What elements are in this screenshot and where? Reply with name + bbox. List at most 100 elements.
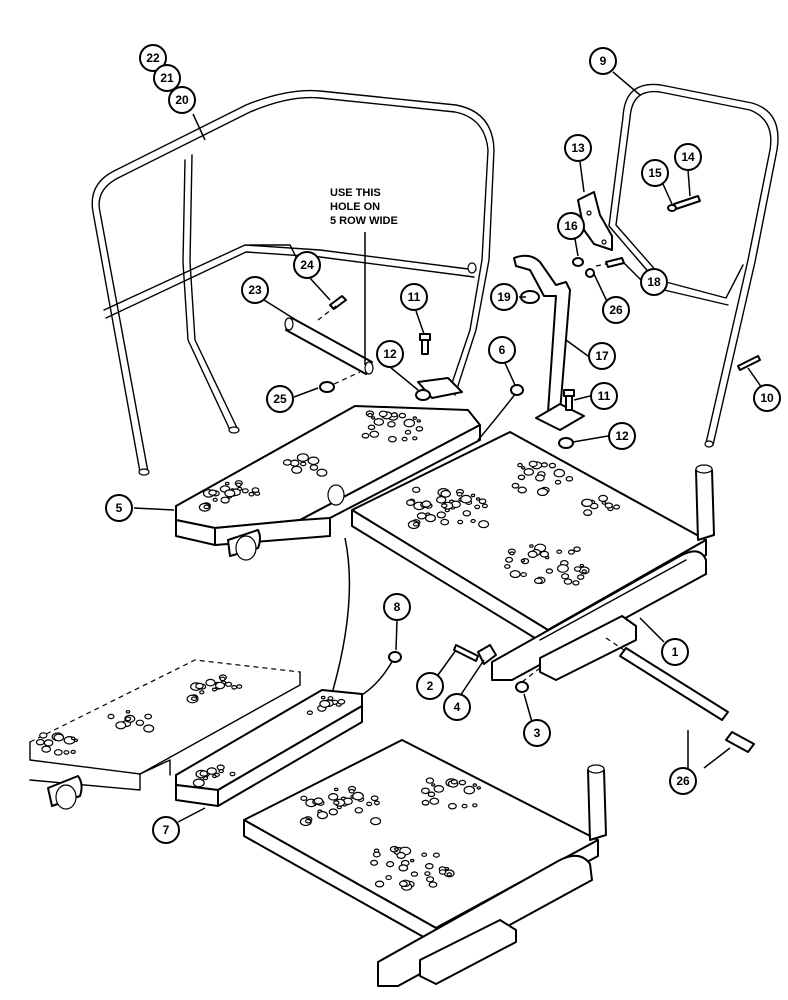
rod-26-sleeve bbox=[725, 731, 755, 753]
handrail-9 bbox=[608, 83, 779, 448]
perforation-hole bbox=[478, 520, 490, 529]
perforation-hole bbox=[361, 432, 370, 439]
main-platform-1 bbox=[351, 431, 715, 681]
perforation-hole bbox=[472, 783, 477, 787]
callout-7: 7 bbox=[152, 816, 180, 844]
perforation-hole bbox=[432, 852, 440, 858]
perforation-hole bbox=[300, 461, 307, 467]
perforation-hole bbox=[598, 494, 608, 502]
perforation-hole bbox=[41, 745, 52, 753]
perforation-hole bbox=[53, 749, 63, 756]
perforation-hole bbox=[35, 738, 45, 746]
perforation-hole bbox=[396, 851, 406, 859]
perforation-hole bbox=[236, 684, 243, 689]
svg-text:9: 9 bbox=[600, 54, 607, 68]
callout-9: 9 bbox=[589, 47, 617, 75]
bracket-13 bbox=[577, 191, 613, 251]
perforation-hole bbox=[581, 569, 587, 574]
bolt-2 bbox=[453, 644, 479, 662]
perforation-hole bbox=[573, 546, 581, 553]
perforation-hole bbox=[446, 872, 452, 877]
svg-text:11: 11 bbox=[408, 290, 421, 304]
perforation-hole bbox=[199, 770, 209, 777]
lower-platform-holes bbox=[299, 777, 481, 891]
perforation-hole bbox=[601, 501, 607, 505]
perforation-hole bbox=[425, 777, 435, 784]
perforation-hole bbox=[556, 549, 563, 554]
perforation-hole bbox=[427, 791, 436, 798]
perforation-hole bbox=[73, 738, 79, 743]
svg-text:21: 21 bbox=[160, 71, 174, 85]
leader-lines bbox=[133, 71, 763, 823]
perforation-hole bbox=[462, 510, 472, 517]
perforation-hole bbox=[424, 871, 431, 876]
side-platform-5 bbox=[175, 405, 481, 561]
perforation-hole bbox=[205, 678, 216, 687]
perforation-hole bbox=[370, 817, 382, 826]
perforation-hole bbox=[509, 570, 521, 579]
perforation-hole bbox=[440, 489, 451, 498]
perforation-hole bbox=[70, 749, 76, 755]
perforation-hole bbox=[440, 518, 450, 526]
perforation-hole bbox=[378, 410, 388, 418]
perforation-hole bbox=[461, 803, 468, 809]
svg-text:3: 3 bbox=[534, 726, 541, 740]
svg-text:20: 20 bbox=[175, 93, 189, 107]
perforation-hole bbox=[192, 778, 205, 788]
perforation-hole bbox=[394, 847, 399, 851]
perforation-hole bbox=[333, 787, 339, 792]
perforation-hole bbox=[528, 460, 538, 468]
perforation-hole bbox=[366, 801, 373, 807]
pin-23 bbox=[284, 317, 374, 375]
pin-10 bbox=[737, 355, 761, 371]
perforation-hole bbox=[436, 511, 446, 519]
svg-text:18: 18 bbox=[647, 275, 661, 289]
perforation-hole bbox=[438, 869, 447, 875]
perforation-hole bbox=[195, 682, 204, 690]
perforation-hole bbox=[231, 684, 238, 690]
perforation-hole bbox=[504, 564, 511, 569]
callout-3: 3 bbox=[523, 719, 551, 747]
perforation-hole bbox=[441, 503, 448, 509]
perforation-hole bbox=[565, 475, 574, 482]
svg-text:15: 15 bbox=[648, 166, 662, 180]
handle-17 bbox=[513, 254, 585, 431]
bolt-11-lower bbox=[563, 389, 575, 411]
nut-6 bbox=[510, 384, 524, 396]
perforation-hole bbox=[412, 416, 417, 420]
bolt-18 bbox=[605, 257, 625, 268]
perforation-hole bbox=[333, 800, 340, 806]
perforation-hole bbox=[215, 681, 226, 690]
rod-26 bbox=[619, 647, 729, 721]
perforation-hole bbox=[307, 456, 320, 466]
callout-4: 4 bbox=[443, 693, 471, 721]
perforation-hole bbox=[433, 785, 445, 793]
perforation-hole bbox=[436, 495, 447, 504]
perforation-hole bbox=[460, 494, 472, 504]
nut-12-lower bbox=[558, 437, 574, 449]
perforation-hole bbox=[370, 795, 379, 802]
perforation-hole bbox=[421, 852, 428, 857]
perforation-hole bbox=[367, 412, 373, 418]
perforation-hole bbox=[470, 493, 476, 498]
perforation-hole bbox=[291, 465, 303, 474]
perforation-hole bbox=[225, 681, 233, 687]
perforation-hole bbox=[367, 424, 376, 431]
perforation-hole bbox=[475, 497, 481, 501]
perforation-hole bbox=[456, 491, 463, 497]
perforation-hole bbox=[535, 474, 545, 482]
perforation-hole bbox=[206, 767, 217, 775]
perforation-hole bbox=[107, 713, 115, 720]
perforation-hole bbox=[316, 468, 328, 477]
perforation-hole bbox=[448, 802, 457, 810]
perforation-hole bbox=[219, 676, 226, 682]
perforation-hole bbox=[398, 412, 407, 419]
perforation-hole bbox=[328, 808, 338, 816]
perforation-hole bbox=[413, 521, 420, 527]
perforation-hole bbox=[470, 518, 476, 524]
perforation-hole bbox=[235, 482, 242, 488]
perforation-hole bbox=[403, 418, 416, 428]
perforation-hole bbox=[220, 496, 230, 504]
perforation-hole bbox=[317, 810, 329, 820]
perforation-hole bbox=[560, 573, 570, 580]
